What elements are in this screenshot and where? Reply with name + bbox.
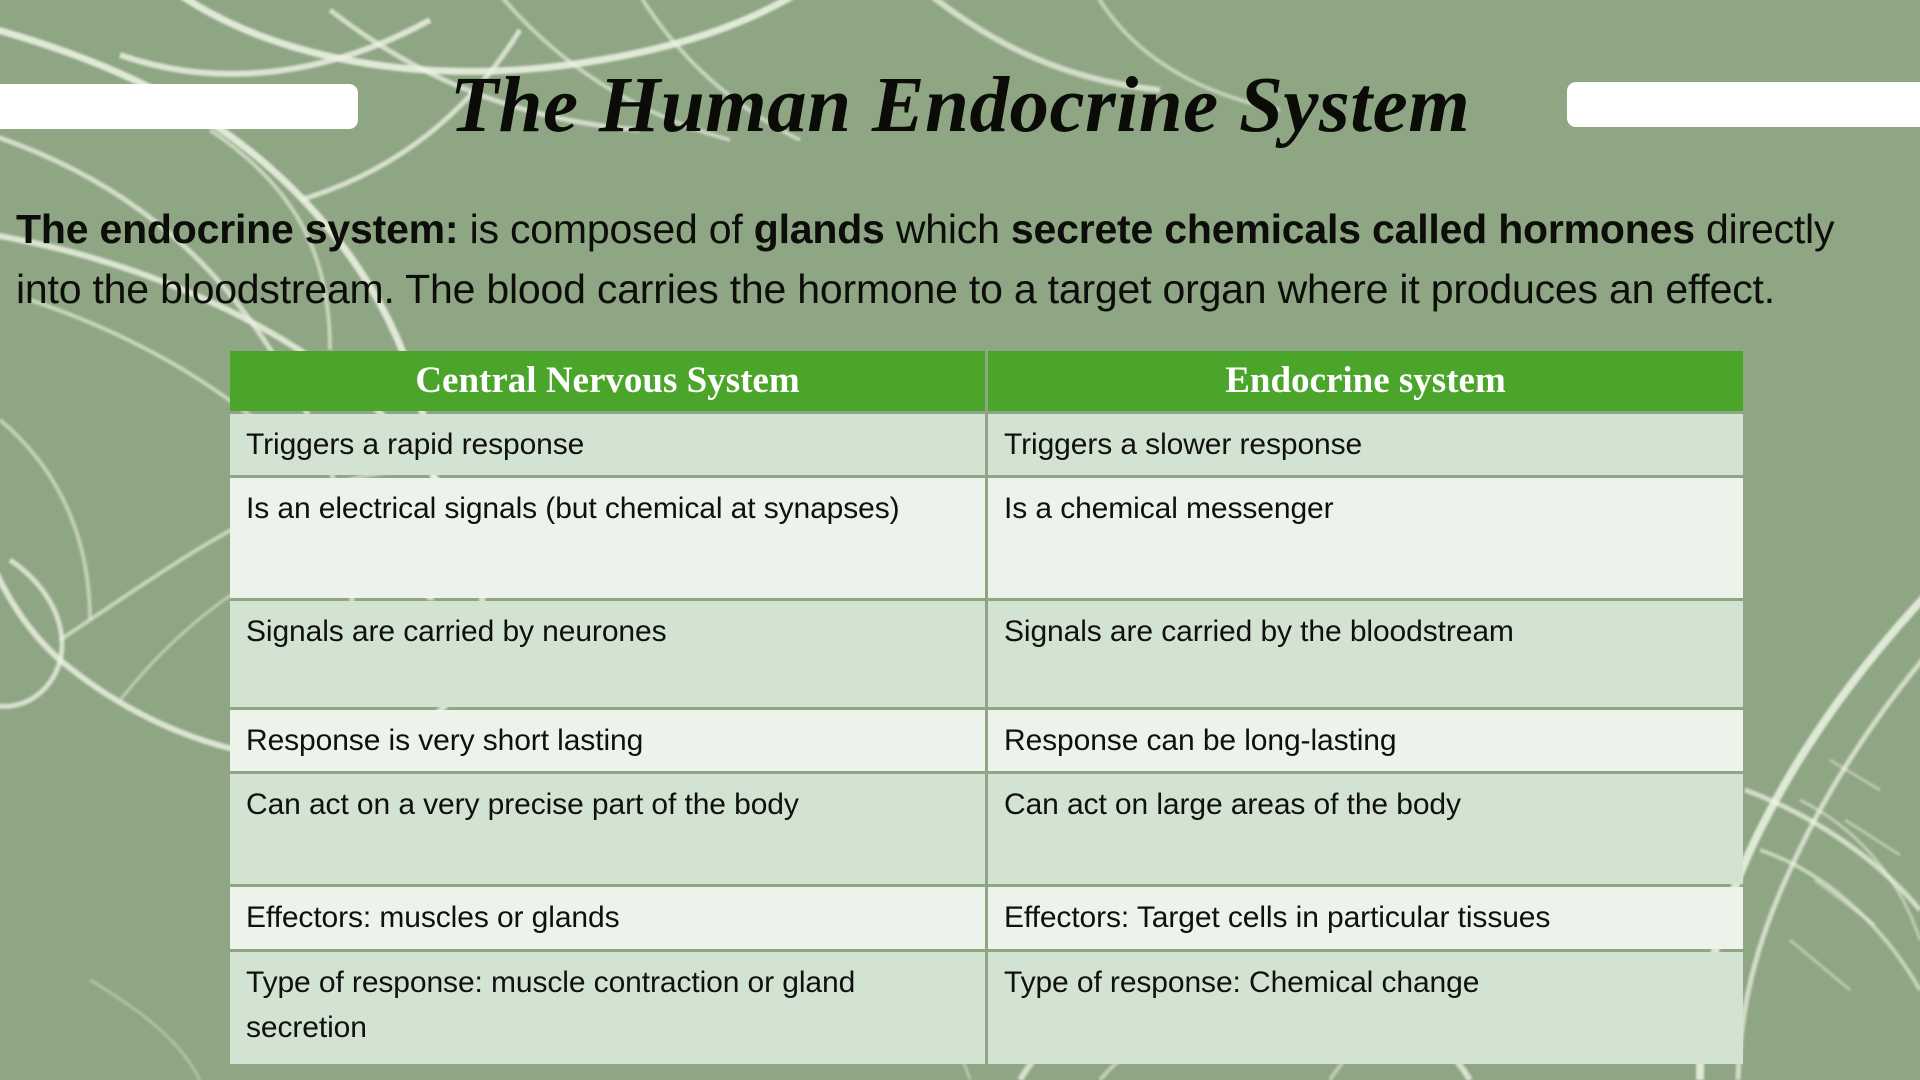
intro-lead: The endocrine system: (16, 206, 459, 252)
table-row: Is an electrical signals (but chemical a… (230, 478, 1743, 598)
table-row: Effectors: muscles or glands Effectors: … (230, 887, 1743, 949)
cell-cns: Is an electrical signals (but chemical a… (230, 478, 985, 598)
column-header-endocrine: Endocrine system (988, 351, 1743, 411)
table-row: Can act on a very precise part of the bo… (230, 774, 1743, 884)
cell-endocrine: Triggers a slower response (988, 414, 1743, 475)
intro-paragraph: The endocrine system: is composed of gla… (16, 199, 1896, 319)
table-row: Type of response: muscle contraction or … (230, 952, 1743, 1064)
cell-endocrine: Type of response: Chemical change (988, 952, 1743, 1064)
cell-cns: Triggers a rapid response (230, 414, 985, 475)
cell-cns: Can act on a very precise part of the bo… (230, 774, 985, 884)
title-band: The Human Endocrine System (0, 48, 1920, 164)
table-row: Signals are carried by neurones Signals … (230, 601, 1743, 707)
cell-cns: Type of response: muscle contraction or … (230, 952, 985, 1064)
title-accent-bar-left (0, 84, 358, 129)
table-header-row: Central Nervous System Endocrine system (230, 351, 1743, 411)
title-accent-bar-right (1567, 82, 1920, 127)
cell-cns: Response is very short lasting (230, 710, 985, 771)
table-row: Response is very short lasting Response … (230, 710, 1743, 771)
cell-endocrine: Effectors: Target cells in particular ti… (988, 887, 1743, 949)
page-title: The Human Endocrine System (449, 62, 1471, 149)
cell-endocrine: Is a chemical messenger (988, 478, 1743, 598)
cell-endocrine: Can act on large areas of the body (988, 774, 1743, 884)
column-header-cns: Central Nervous System (230, 351, 985, 411)
intro-text-3: directly into the bloodstream. The blood… (16, 206, 1835, 312)
intro-text-2: which (884, 206, 1011, 252)
intro-text-1: is composed of (458, 206, 754, 252)
table-body: Triggers a rapid response Triggers a slo… (230, 414, 1743, 1064)
intro-bold-glands: glands (753, 206, 885, 252)
cns-vs-endocrine-table: Central Nervous System Endocrine system … (227, 348, 1746, 1067)
table-header: Central Nervous System Endocrine system (230, 351, 1743, 411)
intro-bold-hormones: secrete chemicals called hormones (1010, 206, 1695, 252)
cell-cns: Signals are carried by neurones (230, 601, 985, 707)
cell-endocrine: Signals are carried by the bloodstream (988, 601, 1743, 707)
cell-cns: Effectors: muscles or glands (230, 887, 985, 949)
table-row: Triggers a rapid response Triggers a slo… (230, 414, 1743, 475)
cell-endocrine: Response can be long-lasting (988, 710, 1743, 771)
